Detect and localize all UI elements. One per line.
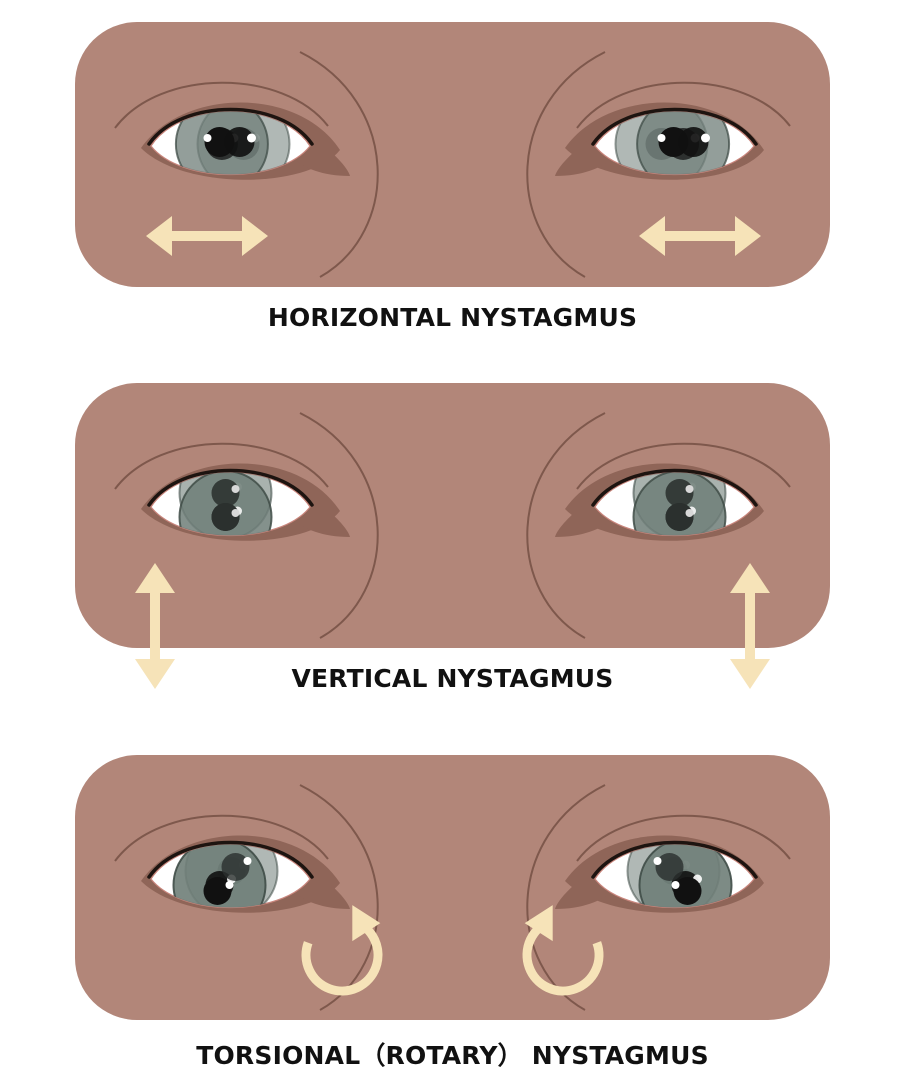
iris-group <box>614 111 731 175</box>
eye-highlight <box>657 134 666 142</box>
pupil <box>655 853 684 881</box>
cheek-contour <box>299 412 379 639</box>
eye-highlight <box>653 857 662 865</box>
pupil <box>203 877 232 905</box>
pupil <box>673 877 702 905</box>
rotation-arrowhead <box>352 905 381 942</box>
upper-eyelid <box>147 107 314 146</box>
pupil <box>224 127 255 157</box>
pupil <box>211 503 240 531</box>
eye-highlight <box>231 509 240 517</box>
cheek-contour <box>526 51 606 278</box>
eye-highlight <box>231 485 240 493</box>
eyelid-crease <box>114 81 329 129</box>
eye-highlight <box>701 133 710 143</box>
eyelid-crease <box>576 814 791 862</box>
cheek-contour <box>299 51 379 278</box>
torsional-nystagmus-label: TORSIONAL（ROTARY） NYSTAGMUS <box>196 1041 709 1070</box>
iris-group <box>626 844 733 908</box>
pupil <box>221 853 250 881</box>
iris-group <box>178 472 273 536</box>
iris-group <box>632 472 727 536</box>
pupil <box>211 479 240 507</box>
horizontal-nystagmus-label: HORIZONTAL NYSTAGMUS <box>267 303 638 332</box>
eye-highlight <box>671 881 680 889</box>
eye-highlight <box>685 509 694 517</box>
rotation-arrowhead <box>524 905 553 942</box>
iris-group <box>174 111 291 175</box>
vertical-arrow-icon <box>730 563 770 689</box>
eyelid-crease <box>576 442 791 490</box>
pupil <box>665 479 694 507</box>
eye-highlight <box>203 134 212 142</box>
pupil <box>678 127 709 157</box>
vertical-panel <box>75 383 830 689</box>
horizontal-arrow-icon <box>146 216 268 256</box>
cheek-contour <box>526 412 606 639</box>
eye-highlight <box>685 485 694 493</box>
pupil <box>665 503 694 531</box>
upper-eyelid <box>591 840 758 879</box>
eye-highlight <box>247 133 256 143</box>
rotation-arrow-icon <box>301 916 383 996</box>
eyelid-crease <box>114 442 329 490</box>
vertical-arrow-icon <box>135 563 175 689</box>
iris-group <box>172 844 279 908</box>
upper-eyelid <box>147 468 314 507</box>
eyelid-crease <box>114 814 329 862</box>
upper-eyelid <box>591 107 758 146</box>
upper-eyelid <box>147 840 314 879</box>
horizontal-arrow-icon <box>639 216 761 256</box>
torsional-panel <box>75 755 830 1020</box>
horizontal-panel <box>75 22 830 287</box>
rotation-arrow-icon <box>522 916 604 996</box>
vertical-nystagmus-label: VERTICAL NYSTAGMUS <box>291 664 614 693</box>
eye-highlight <box>225 881 234 889</box>
eyelid-crease <box>576 81 791 129</box>
eye-highlight <box>243 857 252 865</box>
upper-eyelid <box>591 468 758 507</box>
